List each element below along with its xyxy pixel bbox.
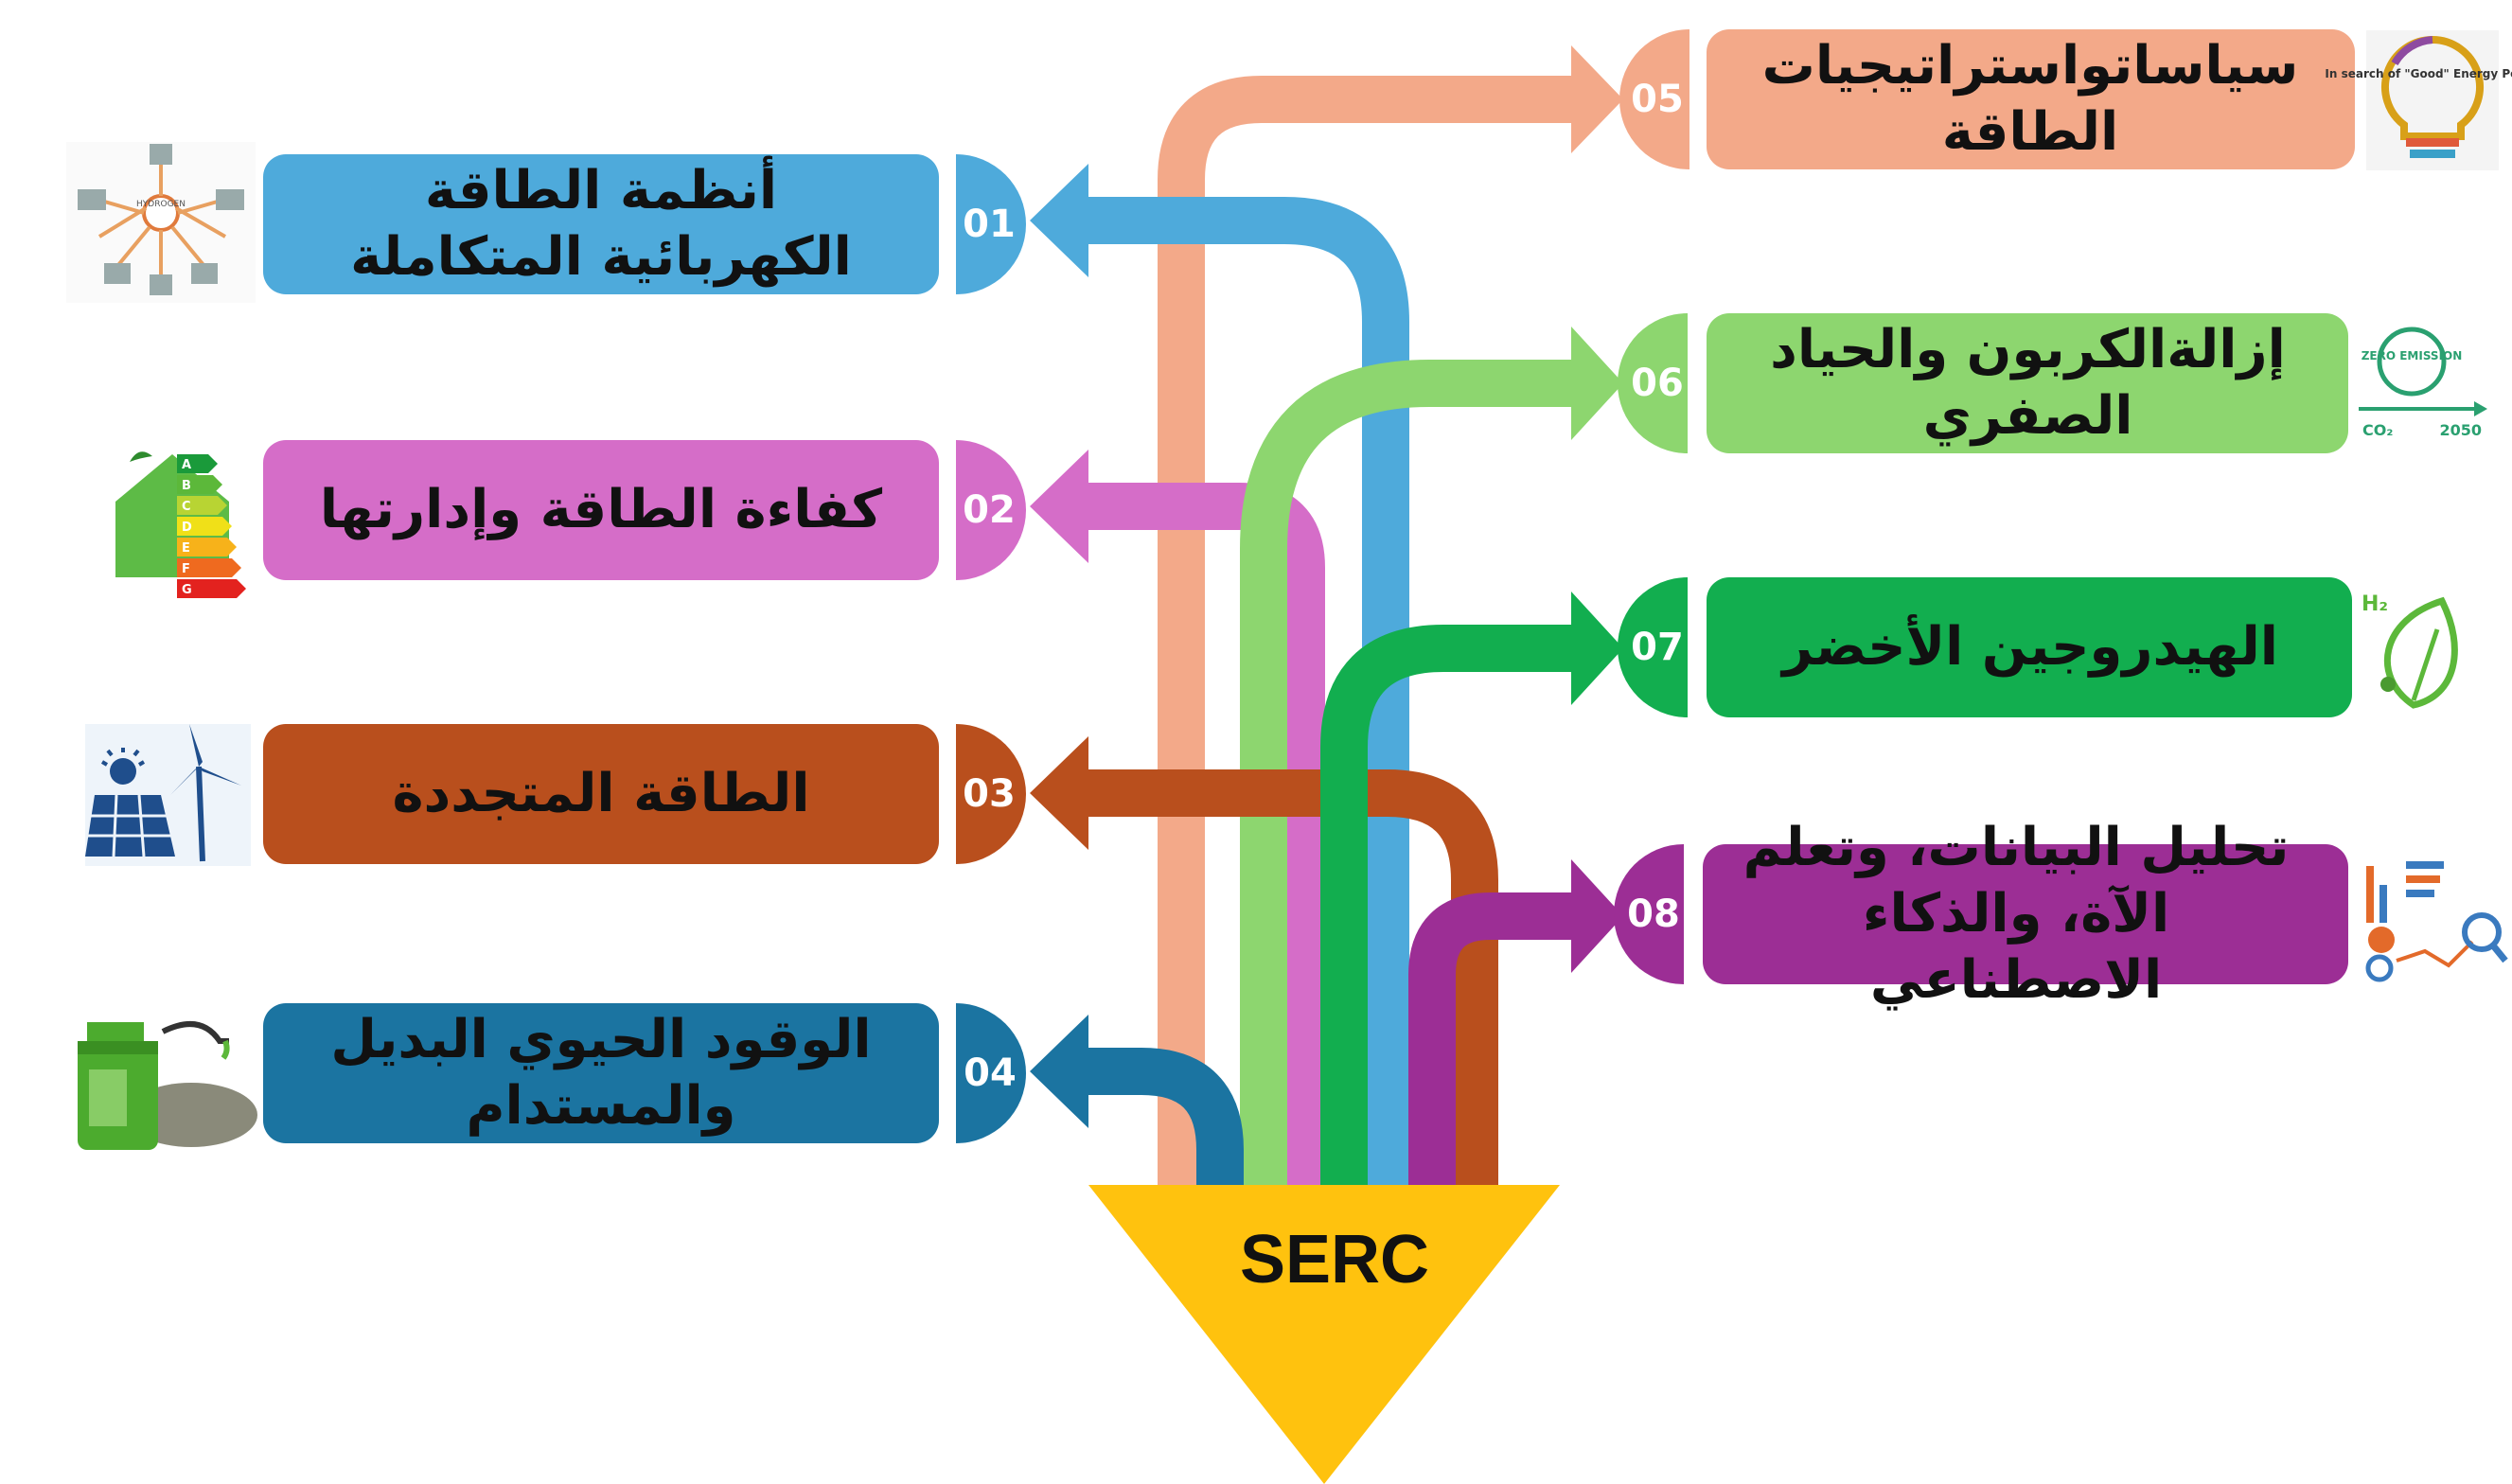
topic-07 [1618, 577, 2352, 717]
flow-arrow-06 [1240, 360, 1590, 1192]
arrowhead-02 [1030, 450, 1088, 563]
topic-08 [1614, 844, 2348, 984]
rating-letter-c: C [182, 500, 191, 514]
zero-emission-text: ZERO EMISSION [2362, 349, 2463, 362]
co2-text: CO₂ [2362, 421, 2393, 439]
topic-02 [263, 440, 1026, 580]
serc-label: SERC [1240, 1222, 1430, 1298]
topic-04-label: الوقود الحيوي البديل والمستدام [330, 1009, 872, 1137]
zero-emission-icon: ZERO EMISSION CO₂ 2050 [2359, 327, 2487, 439]
year-text: 2050 [2439, 421, 2482, 439]
rating-letter-d: D [182, 521, 192, 535]
policy-icon-text: In search of "Good" Energy Policy [2325, 67, 2512, 80]
arrowhead-07 [1571, 592, 1623, 705]
rating-letter-b: B [182, 479, 191, 493]
flow-arrow-07 [1320, 625, 1590, 1192]
arrowhead-03 [1030, 736, 1088, 850]
biofuel-icon [78, 1021, 257, 1150]
topic-04 [263, 1003, 1026, 1143]
arrowhead-06 [1571, 327, 1623, 440]
good-energy-policy-icon: In search of "Good" Energy Policy [2325, 30, 2512, 170]
topic-01 [263, 154, 1026, 294]
h2-text: H₂ [2362, 592, 2388, 616]
data-analytics-icon [2365, 861, 2508, 982]
solar-wind-icon [85, 724, 251, 866]
topic-05-label: سياساتواستراتيجيات الطاقة [1761, 35, 2299, 163]
rating-letter-a: A [182, 458, 191, 472]
arrowhead-04 [1030, 1015, 1088, 1128]
topic-08-label: تحليل البيانات، وتعلم الآة، والذكاء الاص… [1742, 817, 2290, 1011]
topic-05-number: 05 [1631, 78, 1684, 121]
topic-03-label: الطاقة المتجددة [392, 763, 810, 824]
flow-arrow-05 [1158, 76, 1590, 1192]
flow-arrow-04 [1070, 1048, 1244, 1192]
topic-02-number: 02 [963, 488, 1016, 532]
arrowhead-01 [1030, 164, 1088, 277]
topic-08-number: 08 [1627, 892, 1680, 936]
flow-arrow-01 [1070, 197, 1409, 1192]
topic-02-label: كفاءة الطاقة وإدارتها [319, 479, 883, 540]
topic-01-label: أنظمة الطاقة الكهربائية المتكاملة [350, 160, 852, 288]
flow-arrow-08 [1408, 892, 1590, 1192]
integrated-power-systems-icon: HYDROGEN [66, 142, 256, 303]
rating-letter-f: F [182, 562, 190, 576]
topic-07-label: الهيدروجين الأخضر [1782, 616, 2278, 678]
arrowhead-08 [1571, 859, 1623, 973]
topic-04-number: 04 [964, 1051, 1017, 1095]
rating-letter-e: E [182, 541, 190, 556]
serc-triangle [1088, 1185, 1560, 1484]
topic-06-number: 06 [1631, 362, 1684, 405]
topic-07-number: 07 [1631, 626, 1684, 669]
topic-06 [1618, 313, 2348, 453]
arrowhead-05 [1571, 45, 1623, 153]
hub-icon-text: HYDROGEN [136, 200, 186, 209]
topic-06-label: إزالةالكربون والحياد الصفري [1770, 319, 2286, 447]
rating-letter-g: G [182, 583, 192, 597]
flow-arrow-03 [1070, 769, 1498, 1192]
hydrogen-leaf-icon: H₂ [2362, 592, 2458, 709]
topic-05 [1619, 29, 2355, 169]
topic-01-number: 01 [963, 203, 1016, 246]
topic-03-number: 03 [963, 772, 1016, 816]
topic-03 [263, 724, 1026, 864]
